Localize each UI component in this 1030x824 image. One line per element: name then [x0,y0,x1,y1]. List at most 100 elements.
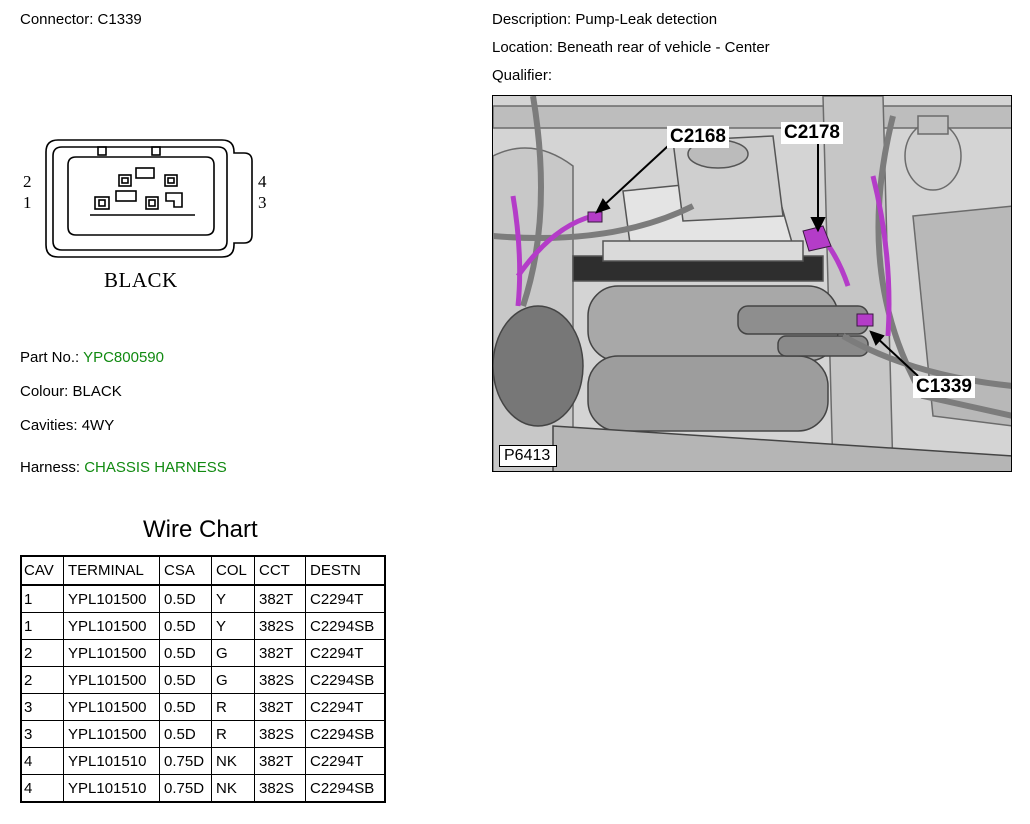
cavities-value: 4WY [81,417,115,434]
callout-c1339: C1339 [913,376,975,398]
table-cell: 382T [254,747,306,775]
table-cell: 0.5D [159,639,212,667]
table-cell: Y [211,584,255,613]
table-cell: 382S [254,774,306,803]
column-header: CAV [20,555,64,586]
table-cell: C2294SB [305,666,386,694]
part-no-link[interactable]: YPC800590 [83,349,164,366]
cavities-label: Cavities: [20,417,78,434]
colour-field: Colour: BLACK [20,383,122,400]
description-value: Pump-Leak detection [575,11,718,28]
description-field: Description: Pump-Leak detection [492,11,717,28]
table-cell: C2294T [305,747,386,775]
column-header: CCT [254,555,306,586]
table-cell: 4 [20,774,64,803]
table-cell: 382S [254,666,306,694]
qualifier-field: Qualifier: [492,67,552,84]
table-cell: C2294SB [305,612,386,640]
connector-field: Connector: C1339 [20,11,142,28]
connector-value: C1339 [97,11,142,28]
table-cell: 382S [254,720,306,748]
table-cell: C2294SB [305,720,386,748]
colour-label: Colour: [20,383,69,400]
callout-c2178: C2178 [781,122,843,144]
pin-label-1: 1 [23,193,32,212]
diagram-colour-caption: BLACK [104,268,178,292]
column-header: TERMINAL [63,555,160,586]
table-cell: YPL101510 [63,747,160,775]
harness-field: Harness: CHASSIS HARNESS [20,459,227,476]
table-cell: YPL101500 [63,639,160,667]
location-value: Beneath rear of vehicle - Center [557,39,770,56]
harness-label: Harness: [20,459,81,476]
table-cell: 0.5D [159,693,212,721]
table-cell: R [211,693,255,721]
table-cell: R [211,720,255,748]
connector-outline-icon [45,139,253,258]
connector-face-diagram: 2 1 4 3 [20,135,280,295]
connector-label: Connector: [20,11,94,28]
table-cell: 4 [20,747,64,775]
cavities-field: Cavities: 4WY [20,417,114,434]
photo-reference: P6413 [499,445,558,467]
table-cell: 0.5D [159,666,212,694]
table-cell: 0.5D [159,584,212,613]
part-no-label: Part No.: [20,349,80,366]
table-cell: YPL101500 [63,612,160,640]
table-cell: NK [211,747,255,775]
table-cell: 382T [254,584,306,613]
table-cell: 0.75D [159,747,212,775]
table-cell: G [211,639,255,667]
description-label: Description: [492,11,572,28]
qualifier-label: Qualifier: [492,67,553,84]
vehicle-underside-illustration-icon [493,96,1011,471]
pin-label-2: 2 [23,172,32,191]
table-cell: C2294SB [305,774,386,803]
part-no-field: Part No.: YPC800590 [20,349,164,366]
table-cell: YPL101500 [63,693,160,721]
callout-c2168: C2168 [667,126,729,148]
table-cell: 382T [254,639,306,667]
table-cell: NK [211,774,255,803]
column-header: CSA [159,555,212,586]
pin-label-4: 4 [258,172,267,191]
table-cell: C2294T [305,639,386,667]
table-cell: G [211,666,255,694]
location-photo: C2168 C2178 C1339 P6413 [492,95,1012,472]
table-cell: 2 [20,666,64,694]
table-cell: C2294T [305,693,386,721]
table-cell: 2 [20,639,64,667]
wire-chart-title: Wire Chart [143,516,258,543]
table-cell: 0.5D [159,720,212,748]
table-cell: C2294T [305,584,386,613]
table-cell: 3 [20,720,64,748]
table-cell: YPL101510 [63,774,160,803]
table-cell: 382T [254,693,306,721]
pin-label-3: 3 [258,193,267,212]
location-label: Location: [492,39,553,56]
harness-link[interactable]: CHASSIS HARNESS [84,459,227,476]
location-field: Location: Beneath rear of vehicle - Cent… [492,39,770,56]
table-cell: 0.5D [159,612,212,640]
column-header: COL [211,555,255,586]
colour-value: BLACK [72,383,122,400]
table-cell: 0.75D [159,774,212,803]
table-cell: YPL101500 [63,584,160,613]
column-header: DESTN [305,555,386,586]
table-cell: YPL101500 [63,666,160,694]
table-cell: 1 [20,584,64,613]
table-cell: YPL101500 [63,720,160,748]
table-cell: 3 [20,693,64,721]
table-cell: 1 [20,612,64,640]
